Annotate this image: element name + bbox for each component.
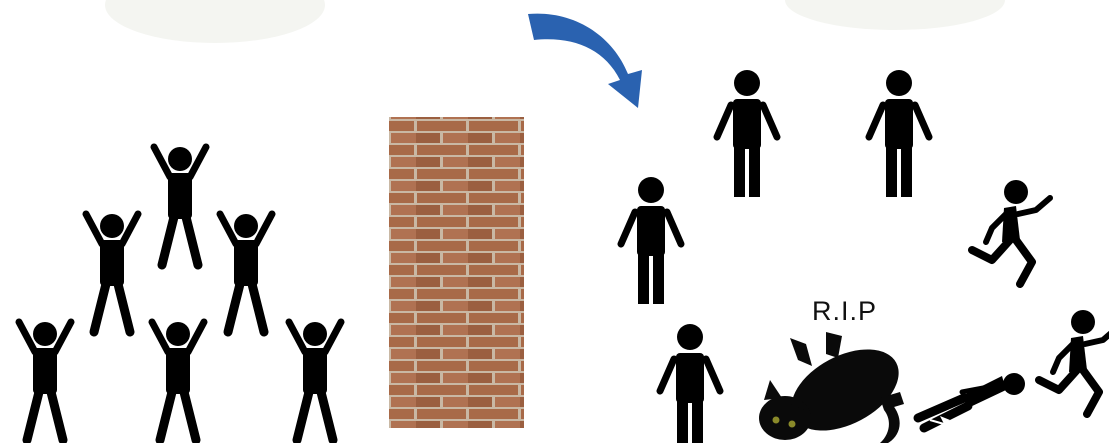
rip-label: R.I.P xyxy=(812,296,877,327)
cheering-person-icon xyxy=(152,322,204,440)
cheering-person-icon xyxy=(86,214,138,332)
curved-arrow-icon xyxy=(528,14,642,108)
standing-person-icon xyxy=(717,70,777,197)
cheering-person-icon xyxy=(220,214,272,332)
running-person-icon xyxy=(1039,310,1109,414)
cheering-person-icon xyxy=(289,322,341,440)
brick-wall-icon xyxy=(389,117,524,428)
lying-person-icon xyxy=(918,373,1025,428)
cheering-person-icon xyxy=(19,322,71,440)
standing-person-icon xyxy=(621,177,681,304)
running-person-icon xyxy=(972,180,1050,284)
standing-person-icon xyxy=(869,70,929,197)
cheering-person-icon xyxy=(154,147,206,265)
dead-cat-icon xyxy=(759,332,912,443)
cheering-people-pyramid xyxy=(19,147,341,440)
standing-person-icon xyxy=(660,324,720,443)
